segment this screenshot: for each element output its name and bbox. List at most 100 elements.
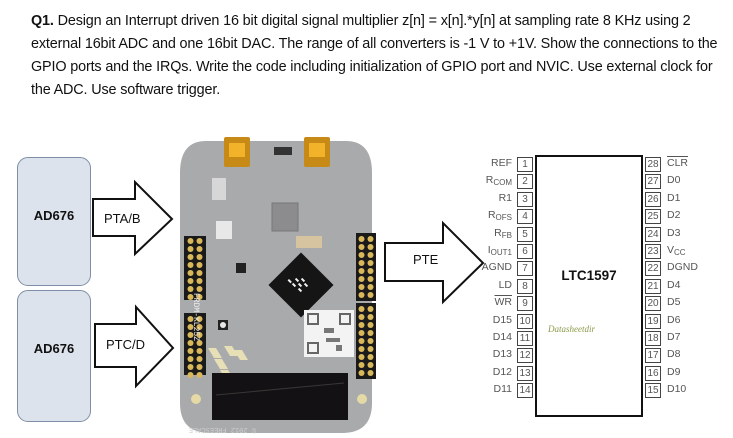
dac-pin-name: D2 bbox=[667, 209, 681, 222]
header-pin bbox=[358, 268, 365, 274]
header-right-top bbox=[356, 233, 376, 301]
header-pin bbox=[358, 244, 365, 250]
header-pin bbox=[187, 364, 194, 370]
dac-pin-name: D0 bbox=[667, 174, 681, 187]
header-pin bbox=[367, 314, 374, 320]
dac-pin-number: 9 bbox=[517, 296, 533, 312]
header-pin bbox=[358, 306, 365, 312]
reset-button-icon bbox=[274, 147, 292, 155]
header-pin bbox=[187, 332, 194, 338]
dac-pin-number: 15 bbox=[645, 383, 661, 399]
dac-pin-name: D3 bbox=[667, 226, 681, 239]
question-label: Q1. bbox=[31, 13, 54, 29]
header-pin bbox=[196, 348, 203, 354]
header-pin bbox=[187, 278, 194, 284]
dac-pin-number: 6 bbox=[517, 244, 533, 259]
header-pin bbox=[358, 346, 365, 352]
header-pin bbox=[367, 338, 374, 344]
dac-pin-name: D14 bbox=[492, 331, 512, 343]
header-pin bbox=[358, 314, 365, 320]
header-pin bbox=[196, 356, 203, 362]
dac-pin-name: D10 bbox=[667, 383, 687, 396]
header-pin bbox=[358, 276, 365, 282]
header-pin bbox=[367, 260, 374, 266]
header-pin bbox=[367, 284, 374, 290]
arrow-ptc-d bbox=[94, 304, 175, 389]
header-pin bbox=[367, 268, 374, 274]
header-pin bbox=[358, 338, 365, 344]
adc-label-2: AD676 bbox=[33, 341, 75, 356]
dac-pin-number: 12 bbox=[517, 348, 533, 364]
datasheet-watermark: Datasheetdir bbox=[548, 324, 595, 334]
header-pin bbox=[367, 354, 374, 360]
question-body: Design an Interrupt driven 16 bit digita… bbox=[31, 13, 718, 98]
header-pin bbox=[187, 238, 194, 244]
header-pin bbox=[187, 286, 194, 292]
header-pin bbox=[358, 260, 365, 266]
header-pin bbox=[196, 332, 203, 338]
header-pin bbox=[196, 340, 203, 346]
header-pin bbox=[358, 370, 365, 376]
dac-pin-number: 3 bbox=[517, 191, 533, 207]
dac-pin-number: 8 bbox=[517, 278, 533, 294]
header-pin bbox=[358, 252, 365, 258]
dac-pin-number: 28 bbox=[645, 157, 661, 172]
header-pin bbox=[196, 364, 203, 370]
dac-pin-number: 2 bbox=[517, 174, 533, 190]
header-pin bbox=[196, 262, 203, 268]
header-pin bbox=[367, 306, 374, 312]
dac-pin-number: 13 bbox=[517, 365, 533, 381]
dac-pin-name: REF bbox=[491, 157, 512, 169]
port-label-pte: PTE bbox=[413, 252, 439, 267]
port-label-ptc-d: PTC/D bbox=[106, 337, 145, 352]
dac-pin-name: D8 bbox=[667, 348, 681, 361]
header-pin bbox=[196, 286, 203, 292]
dac-pin-number: 25 bbox=[645, 209, 661, 225]
dac-pin-name: D15 bbox=[492, 313, 512, 326]
question-text: Q1. Design an Interrupt driven 16 bit di… bbox=[31, 10, 721, 102]
header-pin bbox=[187, 294, 194, 300]
header-pin bbox=[358, 292, 365, 298]
arrow-pte bbox=[384, 220, 485, 305]
header-pin bbox=[196, 270, 203, 276]
header-pin bbox=[196, 324, 203, 330]
dac-pin-number: 22 bbox=[645, 261, 661, 277]
dac-pin-name: D4 bbox=[667, 278, 681, 291]
dac-pin-number: 14 bbox=[517, 383, 533, 399]
dac-pin-number: 18 bbox=[645, 331, 661, 346]
dac-pin-number: 4 bbox=[517, 209, 533, 225]
dac-pin-name: D12 bbox=[492, 365, 512, 378]
dac-pin-number: 21 bbox=[645, 278, 661, 294]
header-pin bbox=[187, 372, 194, 378]
adc-block-1: AD676 bbox=[17, 157, 91, 286]
dac-pin-number: 7 bbox=[517, 261, 533, 277]
dac-pin-number: 23 bbox=[645, 244, 661, 259]
arrow-pta-b bbox=[92, 179, 174, 257]
header-pin bbox=[187, 270, 194, 276]
header-pin bbox=[367, 362, 374, 368]
dac-pin-name: IOUT1 bbox=[487, 244, 512, 257]
dac-pin-name: LD bbox=[498, 278, 512, 291]
dac-pin-name: RCOM bbox=[485, 174, 512, 188]
dac-chip-name: LTC1597 bbox=[561, 268, 617, 283]
dac-pin-name: D1 bbox=[667, 191, 681, 204]
dac-pin-number: 10 bbox=[517, 313, 533, 329]
header-pin bbox=[358, 322, 365, 328]
header-pin bbox=[367, 330, 374, 336]
header-left-top bbox=[184, 236, 206, 300]
header-pin bbox=[367, 370, 374, 376]
header-pin bbox=[187, 340, 194, 346]
header-pin bbox=[367, 252, 374, 258]
dac-pin-number: 26 bbox=[645, 191, 661, 207]
header-pin bbox=[196, 238, 203, 244]
header-pin bbox=[367, 292, 374, 298]
header-pin bbox=[187, 316, 194, 322]
header-pin bbox=[367, 346, 374, 352]
header-pin bbox=[196, 278, 203, 284]
header-pin bbox=[367, 244, 374, 250]
dac-pin-name: D13 bbox=[492, 348, 512, 361]
dac-pin-name: D7 bbox=[667, 331, 681, 343]
header-pin bbox=[367, 276, 374, 282]
dac-pin-number: 19 bbox=[645, 313, 661, 329]
